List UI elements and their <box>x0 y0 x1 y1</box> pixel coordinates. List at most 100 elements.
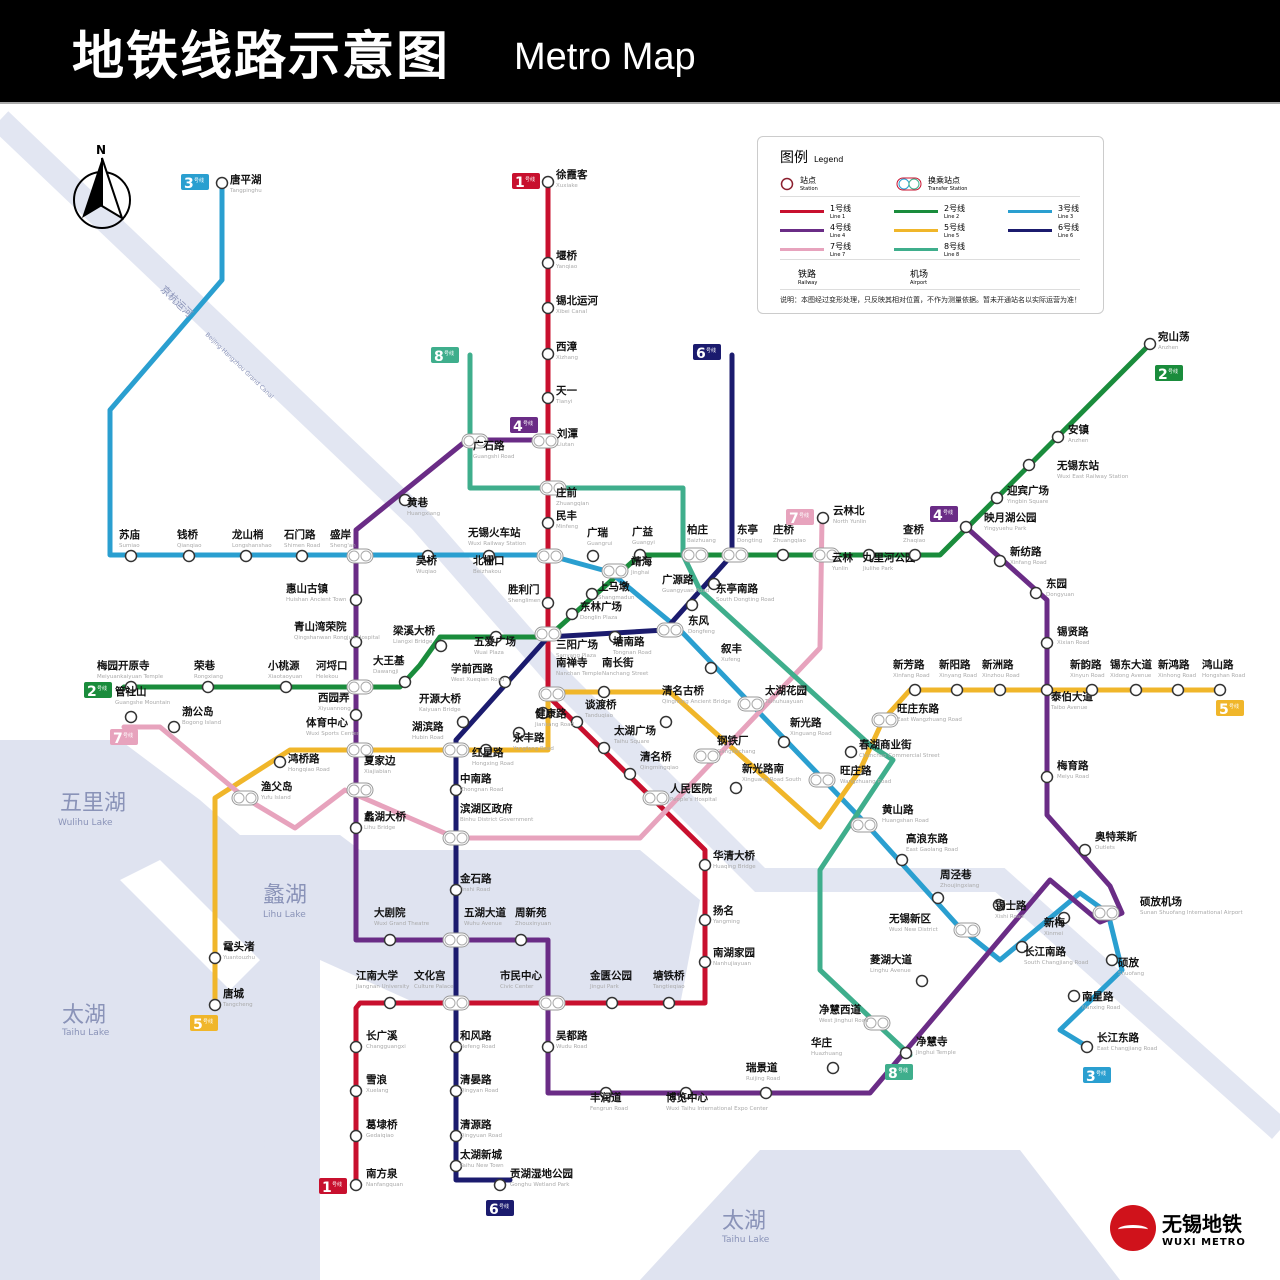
metro-line-5[interactable] <box>212 687 1223 1008</box>
metro-line-7[interactable] <box>121 515 825 841</box>
metro-map[interactable]: 唐平湖Tangpinghu苏庙Sumiao钱桥Qianqiao龙山梢Longsh… <box>0 104 1280 1280</box>
metro-line-8[interactable] <box>467 352 913 1058</box>
